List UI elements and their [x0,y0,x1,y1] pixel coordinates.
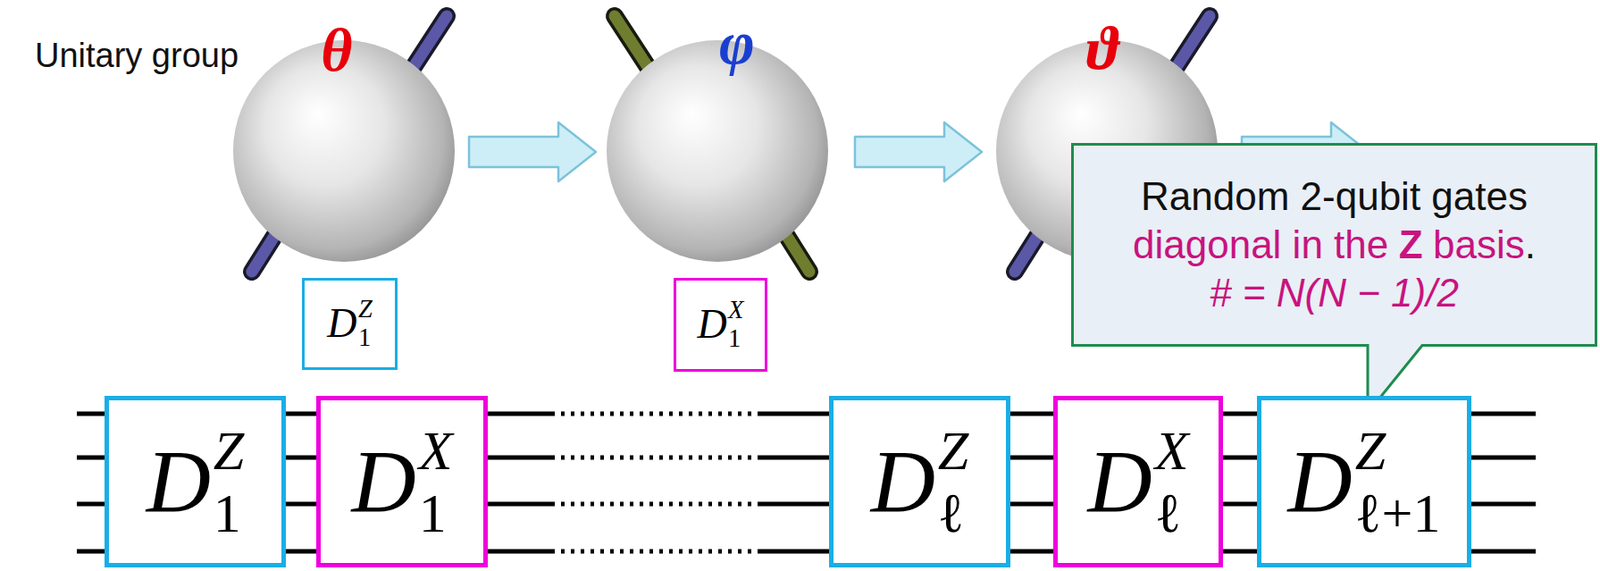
dotted-wire [551,455,761,461]
subscript: ℓ+1 [1355,485,1441,541]
superscript: Z [213,422,244,478]
gate-box: DXℓ [1053,395,1224,568]
operator-symbol: D [326,302,357,344]
callout-phrase: diagonal in the [1132,222,1389,267]
angle-symbol: θ [320,19,352,81]
subscript: 1 [213,485,244,541]
callout-line: # = N(N − 1)/2 [1132,268,1536,318]
angle-symbol: ϑ [1086,17,1119,79]
index-stack: Z1 [213,422,244,541]
gate-box: DZ1 [301,277,398,370]
index-stack: Zℓ+1 [1355,422,1441,541]
block-arrow [854,122,982,182]
angle-symbol: φ [719,12,755,74]
gate-box: DZℓ+1 [1256,395,1472,568]
superscript: X [1155,422,1190,478]
gate-label: DZ1 [146,422,245,541]
subscript: 1 [358,325,373,352]
dotted-wire [551,411,761,417]
superscript: Z [1355,422,1441,478]
operator-symbol: D [871,436,936,527]
superscript: Z [938,422,969,478]
operator-symbol: D [1087,436,1152,527]
callout-line: diagonal in theZbasis. [1132,220,1536,269]
superscript: Z [358,296,373,323]
gate-label: DZ1 [326,296,372,352]
sphere [606,40,829,262]
callout-phrase: Random 2-qubit gates [1140,174,1528,218]
callout-text: Random 2-qubit gatesdiagonal in theZbasi… [1132,172,1536,317]
gate-box: DX1 [673,277,768,372]
gate-label: DZℓ+1 [1288,422,1441,541]
gate-label: DZℓ [871,422,970,541]
superscript: X [418,422,453,478]
dotted-wire [551,549,761,554]
index-stack: X1 [418,422,453,541]
callout-phrase: basis [1432,222,1525,267]
callout-phrase: . [1524,222,1536,267]
callout-phrase: Z [1398,222,1424,267]
operator-symbol: D [1288,436,1353,527]
index-stack: Xℓ [1155,422,1190,541]
subscript: 1 [728,326,744,352]
operator-symbol: D [351,436,416,527]
callout-phrase: # = N(N − 1)/2 [1209,270,1459,315]
index-stack: X1 [728,297,744,352]
operator-symbol: D [146,436,211,527]
gate-label: DXℓ [1087,422,1189,541]
gate-box: DX1 [316,395,488,568]
operator-symbol: D [696,303,727,345]
spheres [233,40,1218,262]
gate-box: DZ1 [104,395,286,568]
subscript: 1 [418,485,453,541]
dotted-wires [551,413,761,552]
callout-line: Random 2-qubit gates [1132,172,1536,221]
gate-box: DZℓ [829,395,1011,568]
gate-label: DX1 [351,422,453,541]
subscript: ℓ [938,485,969,541]
subscript: ℓ [1155,485,1190,541]
dotted-wire [551,502,761,507]
callout-box: Random 2-qubit gatesdiagonal in theZbasi… [1071,142,1598,347]
gate-label: DX1 [696,297,744,352]
index-stack: Z1 [358,296,373,352]
block-arrow [469,122,596,182]
index-stack: Zℓ [938,422,969,541]
group-label: Unitary group [34,38,239,73]
callout-outline [1072,144,1597,414]
superscript: X [728,297,744,324]
